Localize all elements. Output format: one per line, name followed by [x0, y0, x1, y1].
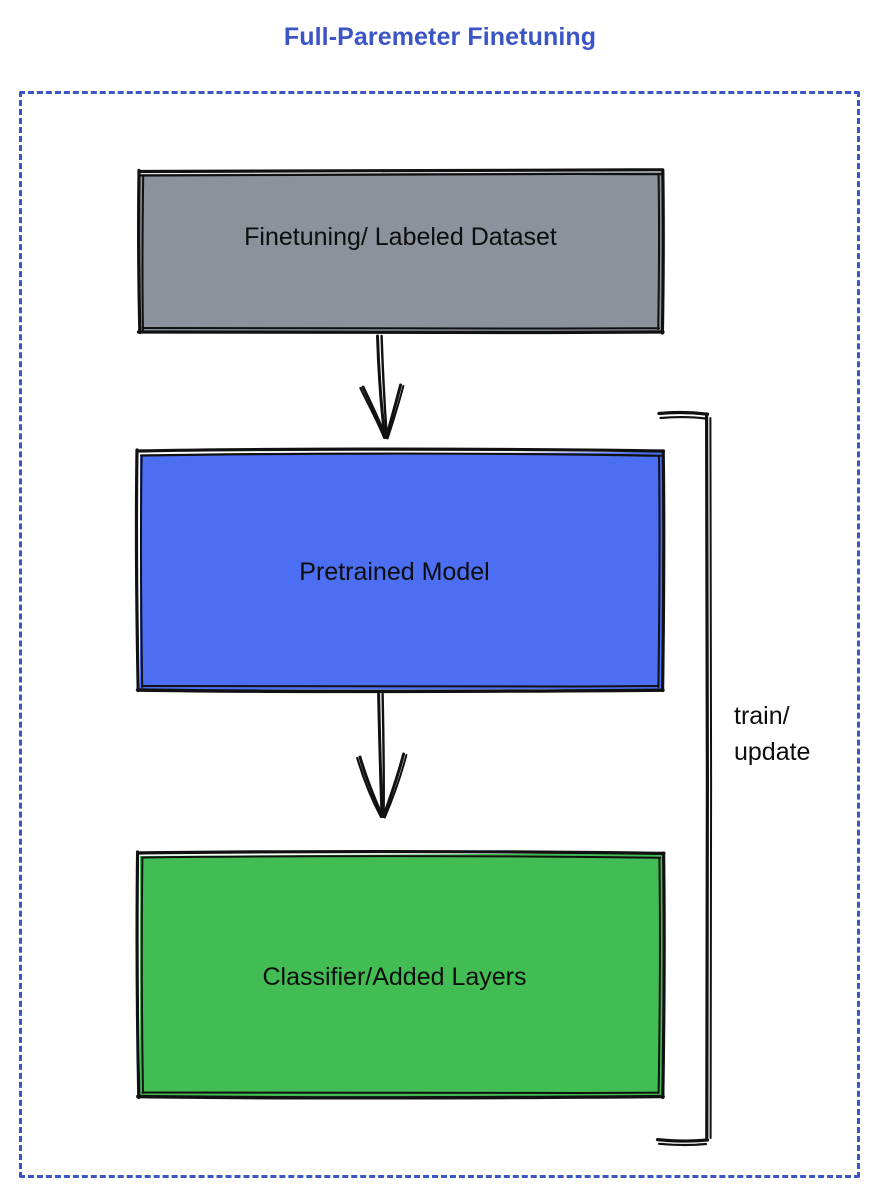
page-title: Full-Paremeter Finetuning: [283, 23, 597, 51]
node-label-dataset: Finetuning/ Labeled Dataset: [244, 223, 557, 251]
arrow-down-icon-dataset-to-model[interactable]: [355, 334, 415, 444]
node-label-classifier: Classifier/Added Layers: [262, 963, 527, 991]
edge-label-train-update: train/ update: [734, 702, 811, 766]
node-label-pretrained-model: Pretrained Model: [299, 558, 490, 586]
node-pretrained-model[interactable]: [136, 448, 665, 693]
feedback-loop-connector[interactable]: [650, 408, 716, 1148]
node-classifier[interactable]: [136, 850, 665, 1100]
arrow-down-icon-model-to-classifier[interactable]: [352, 693, 414, 821]
node-dataset[interactable]: [138, 169, 665, 334]
